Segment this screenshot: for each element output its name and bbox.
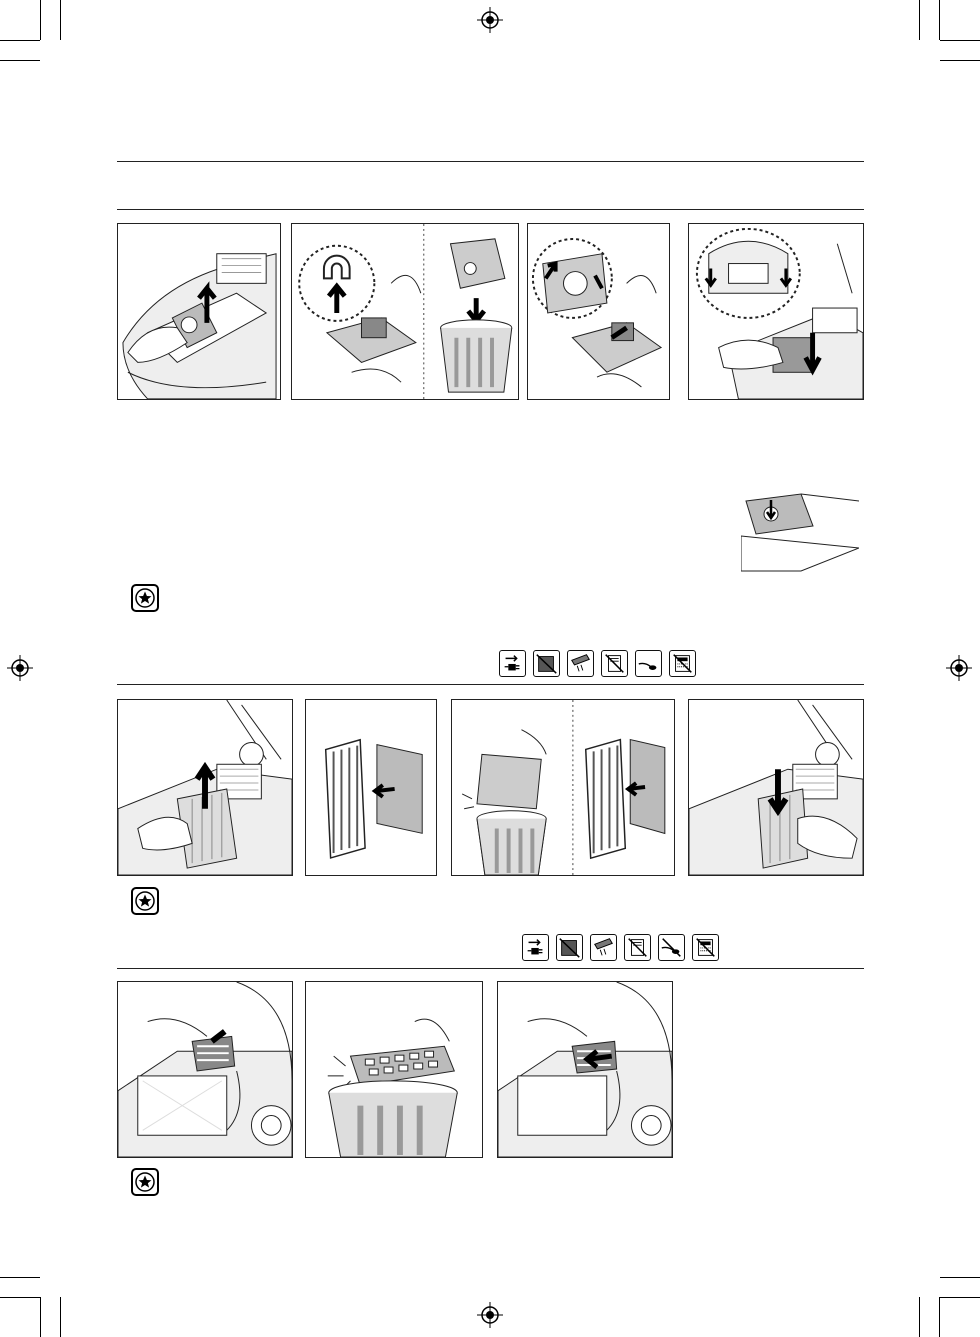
bag-detail-image — [741, 486, 859, 572]
insert-bag-illustration — [528, 224, 669, 399]
remove-exhaust-filter-illustration — [118, 982, 292, 1157]
crop-mark — [939, 1297, 940, 1337]
step-open-lid-panel — [117, 223, 281, 400]
unplug-icon — [499, 650, 526, 677]
install-exhaust-filter-illustration — [498, 982, 672, 1157]
section-rule — [117, 968, 864, 969]
filter-icon — [601, 650, 628, 677]
maintenance-symbols-row — [522, 934, 719, 961]
brush-icon — [567, 650, 594, 677]
crop-mark — [940, 60, 980, 61]
crop-mark — [940, 1297, 980, 1298]
crop-mark — [60, 0, 61, 40]
filter-box-icon — [669, 650, 696, 677]
star-note-icon — [131, 1168, 159, 1196]
registration-mark-icon — [7, 655, 33, 681]
step-close-lid-panel — [688, 223, 864, 400]
open-lid-illustration — [118, 224, 280, 399]
crop-mark — [40, 0, 41, 40]
crop-mark — [40, 1297, 41, 1337]
step-reinsert-motor-filter-panel — [688, 699, 864, 876]
crop-mark — [60, 1297, 61, 1337]
step-remove-exhaust-filter-panel — [117, 981, 293, 1158]
maintenance-symbols-row — [499, 650, 696, 677]
hose-icon — [658, 934, 685, 961]
step-install-exhaust-filter-panel — [497, 981, 673, 1158]
bag-detail-illustration — [741, 486, 859, 572]
crop-mark — [919, 1297, 920, 1337]
registration-mark-icon — [477, 7, 503, 33]
step-lift-motor-filter-panel — [117, 699, 293, 876]
filter-icon — [624, 934, 651, 961]
brush-icon — [590, 934, 617, 961]
section-rule — [117, 684, 864, 685]
crop-mark — [0, 40, 40, 41]
header-rule-top — [117, 161, 864, 162]
crop-mark — [939, 0, 940, 40]
crop-mark — [0, 1297, 40, 1298]
crop-mark — [919, 0, 920, 40]
hose-icon — [635, 650, 662, 677]
lift-motor-filter-illustration — [118, 700, 292, 875]
step-remove-bag-panel — [291, 223, 519, 400]
clean-filter-illustration — [452, 700, 674, 875]
discard-exhaust-filter-illustration — [306, 982, 482, 1157]
star-note-icon — [131, 887, 159, 915]
close-lid-illustration — [689, 224, 863, 399]
step-separate-filter-panel — [305, 699, 437, 876]
registration-mark-icon — [946, 655, 972, 681]
remove-bag-illustration — [292, 224, 518, 399]
dust-container-icon — [556, 934, 583, 961]
crop-mark — [0, 1277, 40, 1278]
header-rule-bottom — [117, 209, 864, 210]
reinsert-motor-filter-illustration — [689, 700, 863, 875]
step-discard-exhaust-filter-panel — [305, 981, 483, 1158]
star-note-icon — [131, 584, 159, 612]
step-clean-filter-panel — [451, 699, 675, 876]
filter-box-icon — [692, 934, 719, 961]
crop-mark — [940, 40, 980, 41]
dust-container-icon — [533, 650, 560, 677]
crop-mark — [0, 60, 40, 61]
step-insert-bag-panel — [527, 223, 670, 400]
crop-mark — [940, 1277, 980, 1278]
registration-mark-icon — [477, 1302, 503, 1328]
separate-filter-illustration — [306, 700, 436, 875]
unplug-icon — [522, 934, 549, 961]
